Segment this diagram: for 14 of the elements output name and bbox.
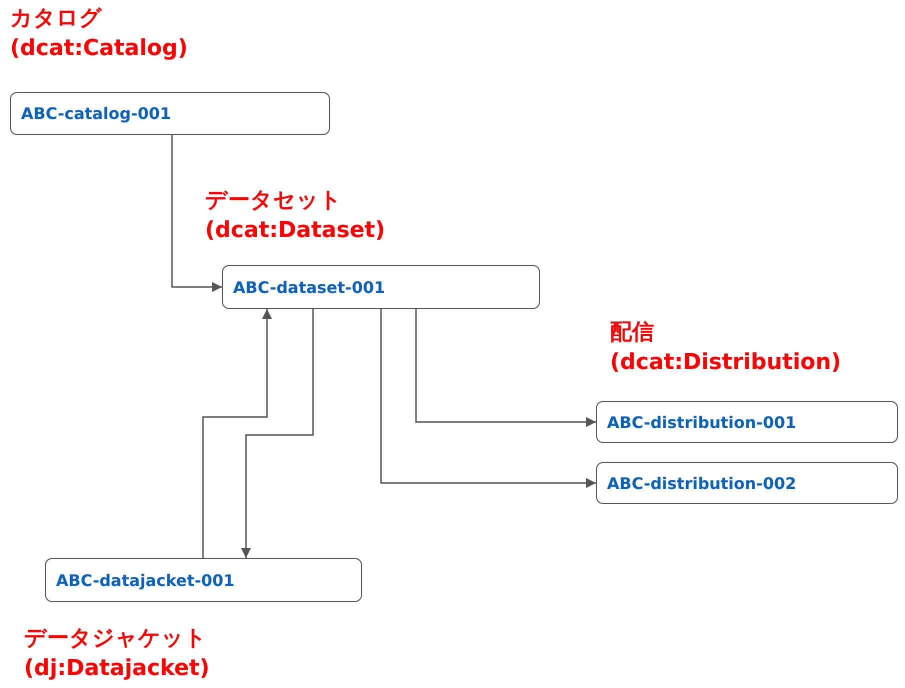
arrow (241, 309, 314, 558)
resource-box: ABC-datajacket-001 (45, 558, 362, 602)
resource-box: ABC-catalog-001 (10, 92, 330, 135)
class-heading: データセット (dcat:Dataset) (205, 187, 386, 245)
resource-box: ABC-distribution-002 (596, 462, 898, 504)
arrow (380, 309, 596, 488)
class-heading: カタログ (dcat:Catalog) (10, 5, 188, 63)
arrow (415, 309, 596, 427)
resource-box: ABC-dataset-001 (222, 265, 540, 309)
arrow (202, 309, 272, 558)
arrow (171, 135, 222, 292)
class-heading: 配信 (dcat:Distribution) (610, 319, 842, 377)
class-heading: データジャケット (dj:Datajacket) (24, 625, 210, 683)
resource-box: ABC-distribution-001 (596, 401, 898, 443)
